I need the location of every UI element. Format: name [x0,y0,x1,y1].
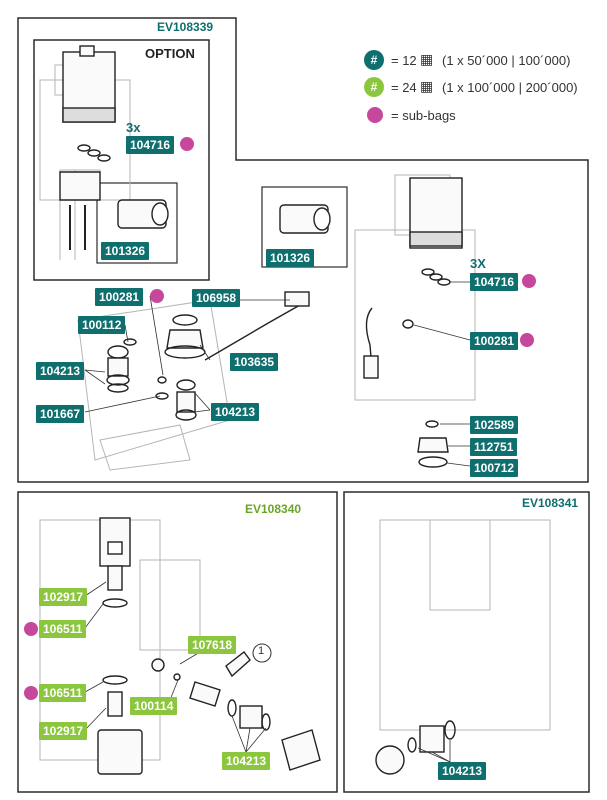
part-101667: 101667 [36,405,85,423]
part-101326: 101326 [101,242,150,260]
panel-code-ev108339: EV108339 [157,20,214,34]
part-106511: 106511 [39,684,87,702]
subbag-dot [520,333,534,347]
legend-row3-text: = sub-bags [391,108,456,123]
panel-code-ev108340: EV108340 [245,502,302,516]
legend-pink-dot [367,107,383,123]
panel-code-ev108341: EV108341 [522,496,579,510]
part-112751: 112751 [470,438,518,456]
legend-badge-green: # [364,77,384,97]
subbag-dot [522,274,536,288]
part-106511: 106511 [39,620,87,638]
legend-row2-text: = 24 [391,80,417,95]
part-106958: 106958 [192,289,241,307]
circle-number: 1 [258,645,265,657]
part-104213: 104213 [222,752,271,770]
label-3x-option: 3x [126,120,141,135]
part-102917: 102917 [39,588,88,606]
part-100281: 100281 [470,332,519,350]
part-104213: 104213 [438,762,487,780]
legend-row1-detail: (1 x 50´000 | 100´000) [442,53,571,68]
part-104716: 104716 [470,273,519,291]
subbag-dot [180,137,194,151]
right-lower-unit-outline [379,519,551,731]
legend-row2-detail: (1 x 100´000 | 200´000) [442,80,578,95]
part-104213: 104213 [211,403,260,421]
part-103635: 103635 [230,353,279,371]
part-104716: 104716 [126,136,175,154]
subbag-dot [150,289,164,303]
option-label: OPTION [145,46,195,61]
part-100281: 100281 [95,288,144,306]
part-107618: 107618 [188,636,237,654]
part-101326: 101326 [266,249,315,267]
subbag-dot [24,622,38,636]
legend-row1-text: = 12 [391,53,417,68]
part-102589: 102589 [470,416,519,434]
part-102917: 102917 [39,722,88,740]
part-100712: 100712 [470,459,519,477]
part-100114: 100114 [130,697,178,715]
label-3x-right: 3X [470,256,486,271]
legend-badge-teal: # [364,50,384,70]
calendar-icon: ▦ [420,78,434,94]
subbag-dot [24,686,38,700]
part-104213: 104213 [36,362,85,380]
part-100112: 100112 [78,316,126,334]
calendar-icon: ▦ [420,51,434,67]
